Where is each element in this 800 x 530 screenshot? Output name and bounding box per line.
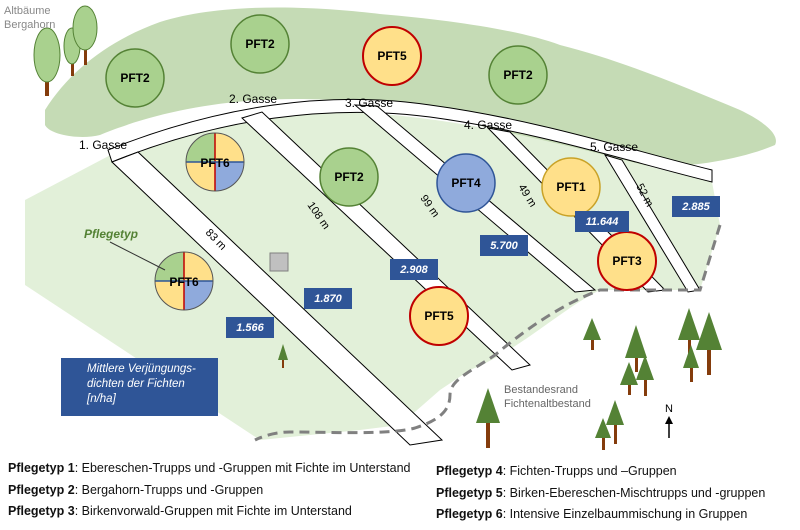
density-value: 2.885 (681, 201, 710, 213)
legend-item-1: Pflegetyp 1: Ebereschen-Trupps und -Grup… (8, 461, 411, 475)
legend-item-text: : Fichten-Trupps und –Gruppen (502, 464, 677, 478)
gasse-1-label: 1. Gasse (79, 138, 127, 152)
old-trees-label: Altbäume Bergahorn (4, 5, 55, 31)
pft4-circle: PFT4 (436, 153, 496, 213)
pft5-circle: PFT5 (362, 26, 422, 86)
density-box-line: Mittlere Verjüngungs- (87, 363, 196, 375)
legend-item-title: Pflegetyp 6 (436, 507, 503, 521)
legend-item-text: : Bergahorn-Trupps und -Gruppen (74, 483, 264, 497)
pflegetyp-label: Pflegetyp (84, 227, 138, 241)
stand-edge-label-line: Bestandesrand (504, 384, 578, 396)
legend-item-2: Pflegetyp 2: Bergahorn-Trupps und -Grupp… (8, 483, 263, 497)
north-arrow-icon: N (665, 403, 673, 438)
gasse-2-label: 2. Gasse (229, 92, 277, 106)
pft-label: PFT6 (169, 275, 199, 289)
density-box-line: [n/ha] (86, 393, 117, 405)
old-maple-trees-icon (33, 5, 98, 96)
density-value: 5.700 (490, 240, 518, 252)
stand-edge-label: Bestandesrand Fichtenaltbestand (504, 384, 591, 410)
legend-item-5: Pflegetyp 5: Birken-Ebereschen-Mischtrup… (436, 486, 765, 500)
pft-label: PFT2 (120, 71, 150, 85)
density-box: 5.700 (480, 235, 528, 256)
density-value: 1.870 (314, 293, 342, 305)
pft1-circle: PFT1 (541, 157, 601, 217)
legend-item-title: Pflegetyp 2 (8, 483, 75, 497)
legend-item-title: Pflegetyp 5 (436, 486, 503, 500)
small-spruce-icon (278, 344, 288, 368)
pft-label: PFT5 (377, 49, 407, 63)
svg-text:N: N (665, 403, 673, 415)
old-trees-label-line: Bergahorn (4, 19, 55, 31)
gasse-3-label: 3. Gasse (345, 96, 393, 110)
pft2-circle: PFT2 (319, 147, 379, 207)
density-box: 11.644 (575, 211, 629, 232)
legend-item-title: Pflegetyp 3 (8, 504, 75, 518)
density-box-line: dichten der Fichten (87, 378, 185, 390)
legend-item-text: : Birkenvorwald-Gruppen mit Fichte im Un… (74, 504, 352, 518)
stand-edge-label-line: Fichtenaltbestand (504, 398, 591, 410)
gasse-labels: 1. Gasse 2. Gasse 3. Gasse 4. Gasse 5. G… (79, 92, 638, 154)
density-value: 2.908 (399, 264, 428, 276)
pft-label: PFT1 (556, 180, 586, 194)
legend-item-6: Pflegetyp 6: Intensive Einzelbaummischun… (436, 507, 747, 521)
density-value: 11.644 (586, 216, 619, 228)
density-legend-box: Mittlere Verjüngungs- dichten der Fichte… (61, 358, 218, 416)
density-box: 2.885 (672, 196, 720, 217)
legend-item-3: Pflegetyp 3: Birkenvorwald-Gruppen mit F… (8, 504, 352, 518)
pft6-pie-circle: PFT6 (154, 251, 214, 311)
density-boxes: 1.566 1.870 2.908 5.700 11.644 2.885 (226, 196, 720, 338)
upper-forest-area (45, 7, 776, 167)
legend-item-text: : Birken-Ebereschen-Mischtrupps und -gru… (502, 486, 766, 500)
pft2-circle: PFT2 (488, 45, 548, 105)
pft-circles: PFT2 PFT2 PFT5 PFT2 PFT2 PFT4 PFT1 PFT3 (105, 14, 657, 346)
gasse-4-label: 4. Gasse (464, 118, 512, 132)
pft-label: PFT2 (334, 170, 364, 184)
pft-label: PFT3 (612, 254, 642, 268)
old-trees-label-line: Altbäume (4, 5, 50, 17)
pft2-circle: PFT2 (105, 48, 165, 108)
pflegetyp-pointer-line (109, 241, 166, 271)
pft6-pie-circle: PFT6 (185, 132, 245, 192)
pft-label: PFT6 (200, 156, 230, 170)
density-box: 2.908 (390, 259, 438, 280)
density-value: 1.566 (236, 322, 264, 334)
pft-label: PFT2 (503, 68, 533, 82)
pflegetyp-legend: Pflegetyp 1: Ebereschen-Trupps und -Grup… (0, 455, 800, 530)
pft-label: PFT5 (424, 309, 454, 323)
legend-item-text: : Intensive Einzelbaummischung in Gruppe… (502, 507, 748, 521)
legend-item-title: Pflegetyp 1 (8, 461, 75, 475)
density-box: 1.566 (226, 317, 274, 338)
gasse-5-label: 5. Gasse (590, 140, 638, 154)
pft3-circle: PFT3 (597, 231, 657, 291)
legend-item-text: : Ebereschen-Trupps und -Gruppen mit Fic… (74, 461, 411, 475)
pft5-circle: PFT5 (409, 286, 469, 346)
legend-item-title: Pflegetyp 4 (436, 464, 503, 478)
stand-edge-line (254, 224, 722, 442)
legend-item-4: Pflegetyp 4: Fichten-Trupps und –Gruppen (436, 464, 677, 478)
marker-square (269, 252, 289, 272)
pft-label: PFT4 (451, 176, 481, 190)
pft2-circle: PFT2 (230, 14, 290, 74)
spruce-trees-icon (476, 308, 722, 450)
density-box: 1.870 (304, 288, 352, 309)
pft-label: PFT2 (245, 37, 275, 51)
